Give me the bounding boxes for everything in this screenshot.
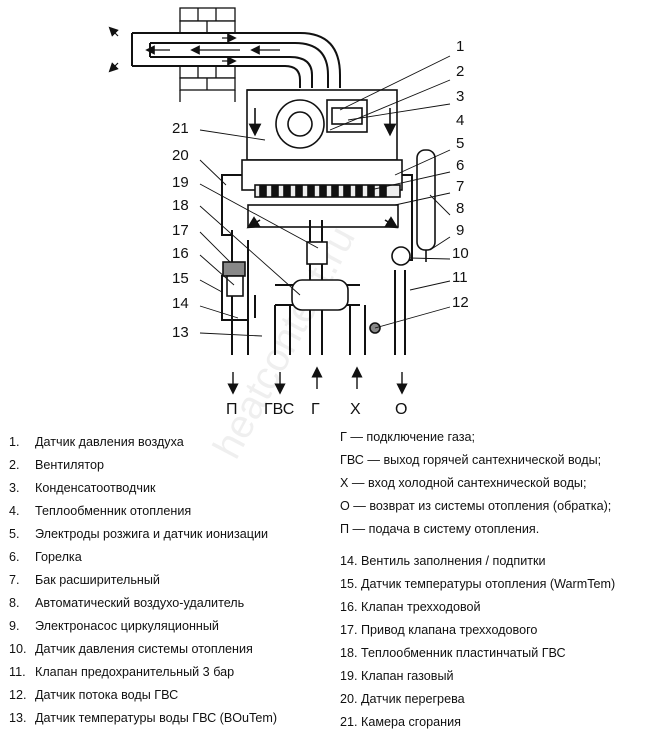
callout-19: 19 (172, 174, 189, 191)
flue-pipe (131, 32, 341, 88)
callout-5: 5 (456, 135, 464, 152)
port-arrows (227, 366, 408, 395)
callout-3: 3 (456, 88, 464, 105)
boiler-schematic: 1 2 3 4 5 6 7 8 9 10 11 12 13 14 15 16 1… (108, 7, 469, 418)
callout-20: 20 (172, 147, 189, 164)
callout-9: 9 (456, 222, 464, 239)
circulation-pump (369, 246, 411, 334)
port-label-o: О (395, 401, 407, 418)
legend-item: 12.Датчик потока воды ГВС (9, 688, 179, 702)
callout-11: 11 (452, 269, 468, 286)
callout-15: 15 (172, 270, 189, 287)
legend-item: 1.Датчик давления воздуха (9, 435, 184, 449)
port-label-h: Х (350, 401, 361, 418)
callout-2: 2 (456, 63, 464, 80)
legend-port-item: ГВС — выход горячей сантехнической воды; (340, 453, 602, 467)
legend-item: 10.Датчик давления системы отопления (9, 642, 253, 656)
legend-item: 21. Камера сгорания (340, 715, 461, 729)
legend-port-item: Х — вход холодной сантехнической воды; (340, 476, 587, 490)
legend-item: 7.Бак расширительный (9, 573, 160, 587)
callout-13: 13 (172, 324, 189, 341)
callout-18: 18 (172, 197, 189, 214)
callout-10: 10 (452, 245, 469, 262)
callout-17: 17 (172, 222, 189, 239)
legend-item: 3.Конденсатоотводчик (9, 481, 156, 495)
legend-item: 18. Теплообменник пластинчатый ГВС (340, 646, 566, 660)
legend-item: 8.Автоматический воздухо-удалитель (9, 596, 245, 610)
legend-item: 20. Датчик перегрева (340, 692, 465, 706)
legend-item: 17. Привод клапана трехходового (340, 623, 538, 637)
port-labels: П ГВС Г Х О (226, 401, 407, 418)
legend-port-item: О — возврат из системы отопления (обратк… (340, 499, 612, 513)
wall-bricks-top (179, 7, 236, 102)
legend-item: 5.Электроды розжига и датчик ионизации (9, 527, 269, 541)
water-pipes (221, 174, 413, 355)
legend-item: 6.Горелка (9, 550, 82, 564)
callout-12: 12 (452, 294, 469, 311)
expansion-tank (416, 149, 436, 262)
callout-4: 4 (456, 112, 464, 129)
callout-21: 21 (172, 120, 189, 137)
legend-port-item: П — подача в систему отопления. (340, 522, 540, 536)
callout-1: 1 (456, 38, 464, 55)
legend-item: 4.Теплообменник отопления (9, 504, 192, 518)
legend-item: 15. Датчик температуры отопления (WarmTe… (340, 577, 616, 591)
gas-valve (306, 241, 328, 265)
legend-port-item: Г — подключение газа; (340, 430, 475, 444)
boiler-housing (246, 89, 398, 161)
legend-item: 2.Вентилятор (9, 458, 104, 472)
callout-numbers: 1 2 3 4 5 6 7 8 9 10 11 12 13 14 15 16 1… (172, 38, 469, 341)
callout-14: 14 (172, 295, 189, 312)
legend-item: 9.Электронасос циркуляционный (9, 619, 219, 633)
port-label-p: П (226, 401, 238, 418)
legend-item: 16. Клапан трехходовой (340, 600, 481, 614)
plate-heat-exchanger (291, 279, 349, 311)
callout-leaders (199, 55, 451, 337)
legend-item: 11.Клапан предохранительный 3 бар (9, 665, 235, 679)
port-label-gvs: ГВС (264, 401, 294, 418)
callout-8: 8 (456, 200, 464, 217)
callout-6: 6 (456, 157, 464, 174)
legend-item: 13.Датчик температуры воды ГВС (BOuTem) (9, 711, 278, 725)
flue-flow-arrows (108, 26, 280, 73)
callout-7: 7 (456, 178, 464, 195)
heat-exchanger (241, 159, 403, 229)
port-label-g: Г (311, 401, 320, 418)
callout-16: 16 (172, 245, 189, 262)
legend-item: 14. Вентиль заполнения / подпитки (340, 554, 546, 568)
legend-item: 19. Клапан газовый (340, 669, 454, 683)
three-way-valve (222, 261, 246, 297)
